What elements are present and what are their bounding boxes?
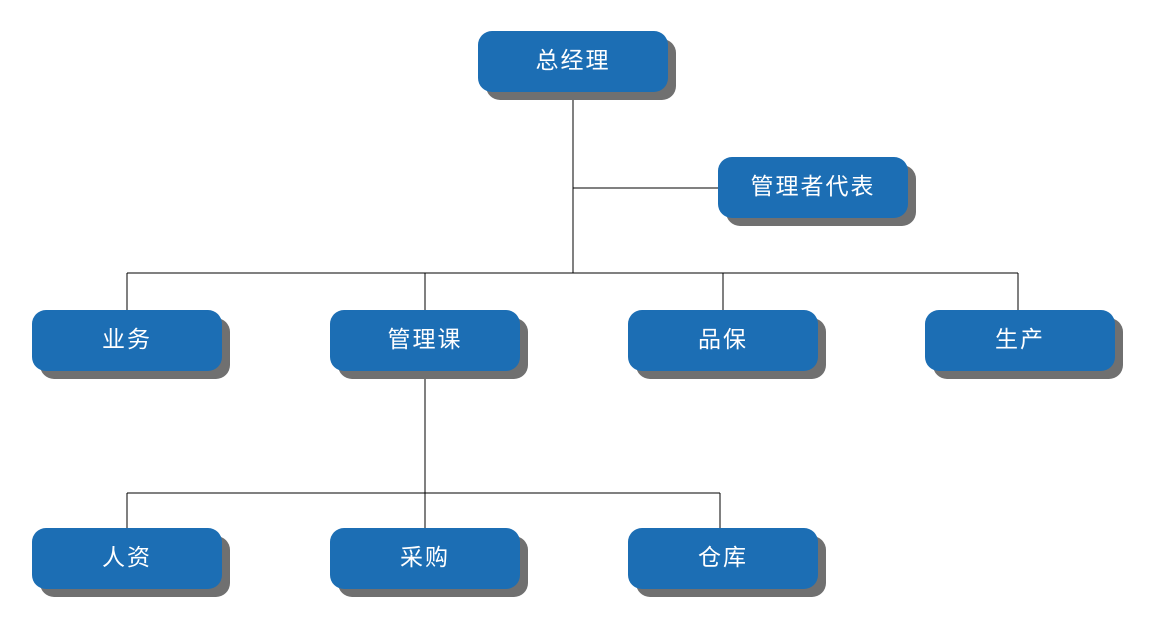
- org-node-warehouse[interactable]: 仓库: [628, 528, 818, 589]
- org-node-label-hr: 人资: [102, 545, 152, 571]
- org-node-label-purchase: 采购: [400, 545, 450, 571]
- org-node-production[interactable]: 生产: [925, 310, 1115, 371]
- org-node-label-sales: 业务: [102, 327, 152, 353]
- org-node-admin[interactable]: 管理课: [330, 310, 520, 371]
- org-node-sales[interactable]: 业务: [32, 310, 222, 371]
- org-node-label-admin: 管理课: [387, 327, 463, 353]
- org-node-qa[interactable]: 品保: [628, 310, 818, 371]
- org-node-purchase[interactable]: 采购: [330, 528, 520, 589]
- org-node-gm[interactable]: 总经理: [478, 31, 668, 92]
- org-node-hr[interactable]: 人资: [32, 528, 222, 589]
- org-node-label-production: 生产: [995, 327, 1045, 353]
- org-node-label-qa: 品保: [698, 327, 748, 353]
- org-node-label-mgmt-rep: 管理者代表: [750, 174, 876, 200]
- org-node-label-gm: 总经理: [535, 48, 611, 74]
- org-node-label-warehouse: 仓库: [698, 545, 748, 571]
- org-node-mgmt-rep[interactable]: 管理者代表: [718, 157, 908, 218]
